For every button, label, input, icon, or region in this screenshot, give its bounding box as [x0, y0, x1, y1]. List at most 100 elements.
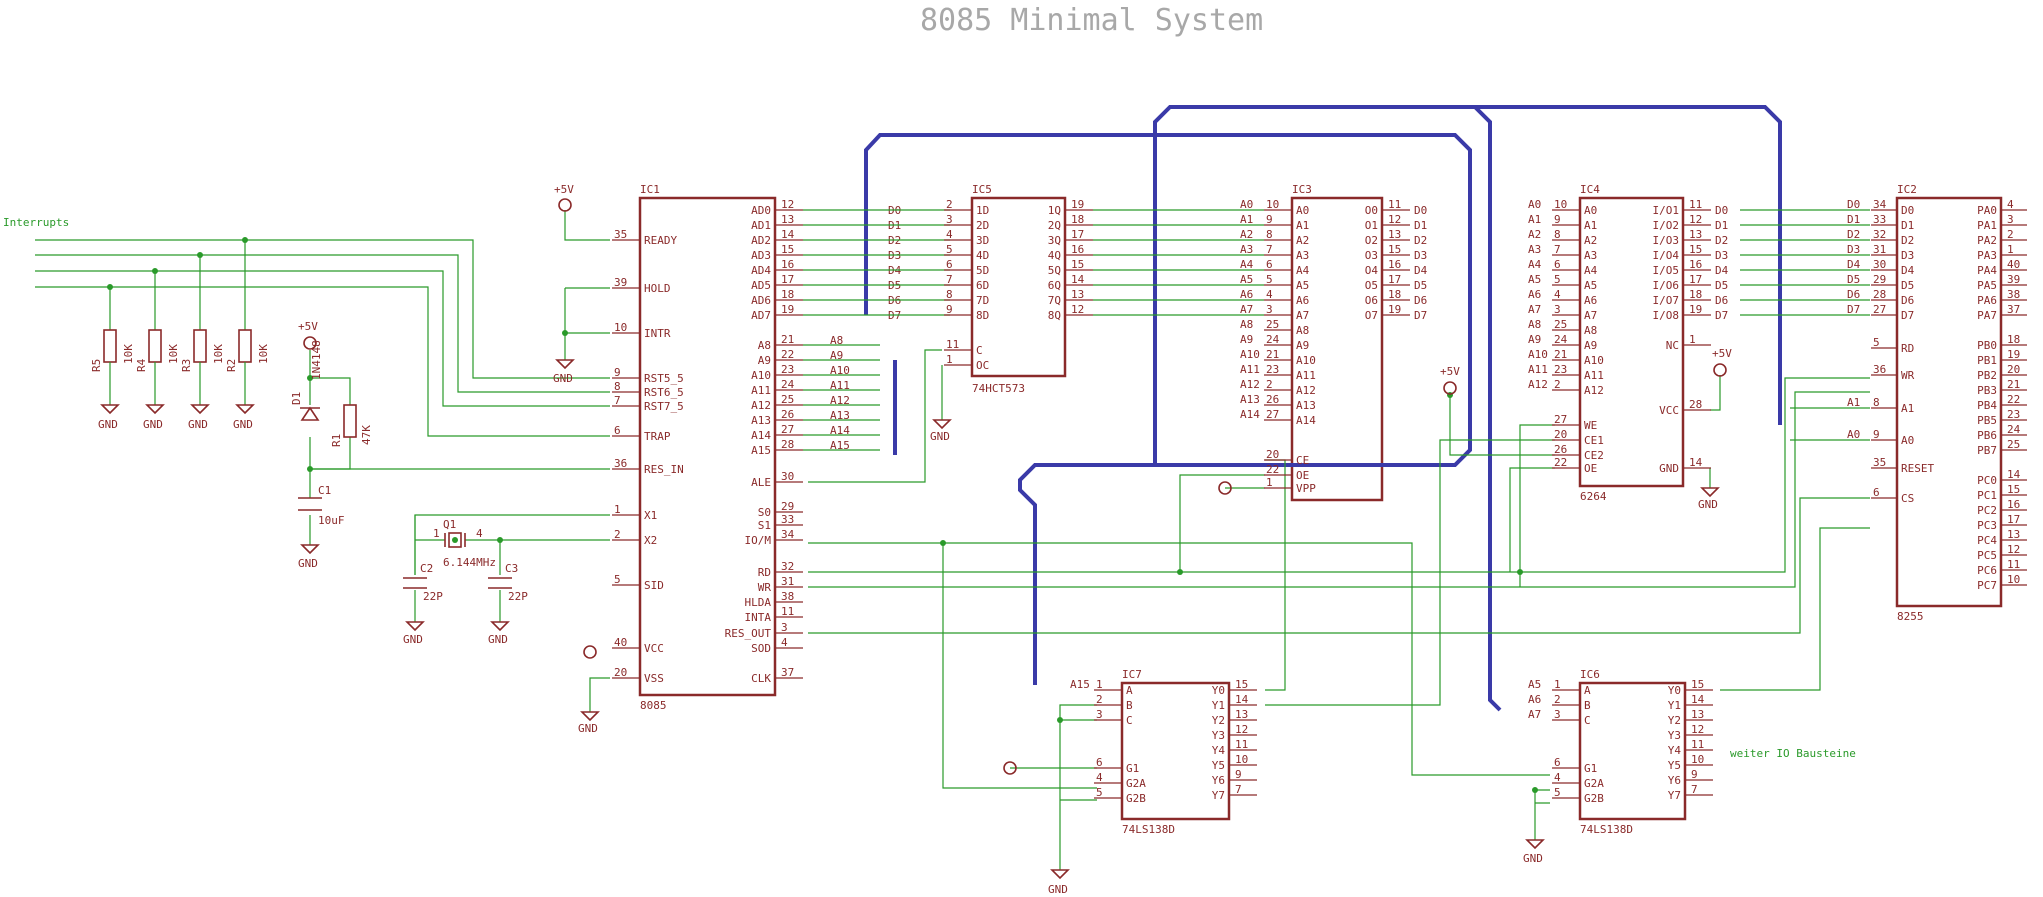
ic2-left-pin-label: D0 — [1901, 204, 1914, 217]
ic1-right-pin-label: AD2 — [751, 234, 771, 247]
ic2-right-pin-number: 12 — [2007, 543, 2020, 556]
ic1-name: IC1 — [640, 183, 660, 196]
ic4-left-pin-label: A4 — [1584, 264, 1598, 277]
q1-label: Q1 — [443, 518, 456, 531]
ic7-right-pin-label: Y3 — [1212, 729, 1225, 742]
ic3-ctrl-pin-label: OE — [1296, 469, 1309, 482]
ic4-left-pin-number: 9 — [1554, 213, 1561, 226]
ic6-left-pin-label: A — [1584, 684, 1591, 697]
address-bus-line-2 — [1473, 105, 1502, 712]
ic5-in-pin-label: 4D — [976, 249, 989, 262]
ic1-addr-net: A8 — [830, 334, 843, 347]
ic3-right-pin-number: 15 — [1388, 243, 1401, 256]
ic3-left-net-label: A14 — [1240, 408, 1260, 421]
ic1-right-pin-number: 26 — [781, 408, 794, 421]
ic5-name: IC5 — [972, 183, 992, 196]
gnd-label-13: GND — [1048, 883, 1068, 896]
ic4-body — [1578, 196, 1685, 488]
ic3-right-pin-label: O3 — [1365, 249, 1378, 262]
ic2-name: IC2 — [1897, 183, 1917, 196]
ic1-right-pin-number: 3 — [781, 621, 788, 634]
ic1-right-pin-label: AD7 — [751, 309, 771, 322]
ic2-left-pin-label: D6 — [1901, 294, 1914, 307]
ic4-left-pin-number: 3 — [1554, 303, 1561, 316]
ic3-left-pin-label: A5 — [1296, 279, 1309, 292]
ic7-right-pin-number: 15 — [1235, 678, 1248, 691]
ic2-left-pin-number: 27 — [1873, 303, 1886, 316]
ic1-right-pin-number: 21 — [781, 333, 794, 346]
ic1-right-pin-number: 19 — [781, 303, 794, 316]
ic3-left-pin-label: A2 — [1296, 234, 1309, 247]
ic2-left-pin-label: D5 — [1901, 279, 1914, 292]
supply-symbols — [303, 198, 1727, 880]
ic3-ctrl-pin-label: CE — [1296, 454, 1309, 467]
ic1-right-pin-number: 34 — [781, 528, 795, 541]
ic4-left-pin-label: A12 — [1584, 384, 1604, 397]
ic1-right-pin-label: A10 — [751, 369, 771, 382]
ic3-left-pin-label: A6 — [1296, 294, 1309, 307]
ic1-right-pin-number: 31 — [781, 575, 794, 588]
gnd-label-5: GND — [233, 418, 253, 431]
ic2-ctrl-pin-label: RD — [1901, 342, 1914, 355]
ic4-right-net-label: D0 — [1715, 204, 1728, 217]
ic2-right-pin-label: PC0 — [1977, 474, 1997, 487]
ic3-right-net-label: D6 — [1414, 294, 1427, 307]
ic4-left-pin-number: 4 — [1554, 288, 1561, 301]
ic5-in-pin-label: 3D — [976, 234, 989, 247]
ic4-ctrl-pin-number: 20 — [1554, 428, 1567, 441]
ic2-left-net-label: D5 — [1847, 273, 1860, 286]
ic6-right-pin-number: 12 — [1691, 723, 1704, 736]
interrupt-wire-trap — [35, 286, 610, 437]
ic7-left-pin-number: 1 — [1096, 678, 1103, 691]
ic6-right-pin-label: Y5 — [1668, 759, 1681, 772]
ic5-in-pin-number: 2 — [946, 198, 953, 211]
ic3-left-pin-number: 4 — [1266, 288, 1273, 301]
ic4-left-pin-label: A5 — [1584, 279, 1597, 292]
q1-pin-b: 4 — [476, 527, 483, 540]
ic2-left-net-label: D3 — [1847, 243, 1860, 256]
c2-label: C2 — [420, 562, 433, 575]
ic4-left-pin-label: A3 — [1584, 249, 1597, 262]
ic1-right-pin-label: AD1 — [751, 219, 771, 232]
ic3-right-pin-label: O1 — [1365, 219, 1378, 232]
ic2-right-pin-label: PC1 — [1977, 489, 1997, 502]
ic4-extra-pin-number: 28 — [1689, 398, 1702, 411]
ic4-left-pin-number: 24 — [1554, 333, 1568, 346]
ic2-right-pin-label: PC4 — [1977, 534, 1997, 547]
r4-value: 10K — [167, 344, 180, 364]
vcc-label-2: +5V — [298, 320, 318, 333]
ic2-right-pin-number: 3 — [2007, 213, 2014, 226]
ic1-left-pin-number: 5 — [614, 573, 621, 586]
ic2-right-pin-label: PA5 — [1977, 279, 1997, 292]
ic2-right-pin-label: PA1 — [1977, 219, 1997, 232]
r1-label: R1 — [330, 434, 343, 447]
ic2-ctrl-pin-number: 9 — [1873, 428, 1880, 441]
ic6-left-pin-number: 2 — [1554, 693, 1561, 706]
ic2-right-pin-label: PA6 — [1977, 294, 1997, 307]
ic4-left-net-label: A8 — [1528, 318, 1541, 331]
ic2-left-net-label: D7 — [1847, 303, 1860, 316]
ic3-left-pin-number: 6 — [1266, 258, 1273, 271]
ic2-right-pin-label: PC6 — [1977, 564, 1997, 577]
ic7-right-pin-number: 12 — [1235, 723, 1248, 736]
ic2-right-pin-label: PA3 — [1977, 249, 1997, 262]
ic2-left-pin-label: D2 — [1901, 234, 1914, 247]
ic3-left-pin-label: A4 — [1296, 264, 1310, 277]
ic5-out-pin-number: 17 — [1071, 228, 1084, 241]
gnd-label-3: GND — [143, 418, 163, 431]
ic3-right-net-label: D1 — [1414, 219, 1427, 232]
ic5-in-pin-number: 3 — [946, 213, 953, 226]
ic2-left-pin-number: 30 — [1873, 258, 1886, 271]
ic7-left-pin-label: C — [1126, 714, 1133, 727]
ic7-bc-wire — [1059, 704, 1097, 870]
ic6-left-net-label: A5 — [1528, 678, 1541, 691]
rd-wire — [808, 377, 1870, 573]
ic4-left-pin-label: A10 — [1584, 354, 1604, 367]
ic7-body — [1120, 681, 1231, 821]
ic2-right-pin-label: PA2 — [1977, 234, 1997, 247]
ic4-left-net-label: A12 — [1528, 378, 1548, 391]
ic4-left-pin-number: 23 — [1554, 363, 1567, 376]
c1-label: C1 — [318, 484, 331, 497]
ic1-right-pin-number: 28 — [781, 438, 794, 451]
ic4-left-net-label: A7 — [1528, 303, 1541, 316]
